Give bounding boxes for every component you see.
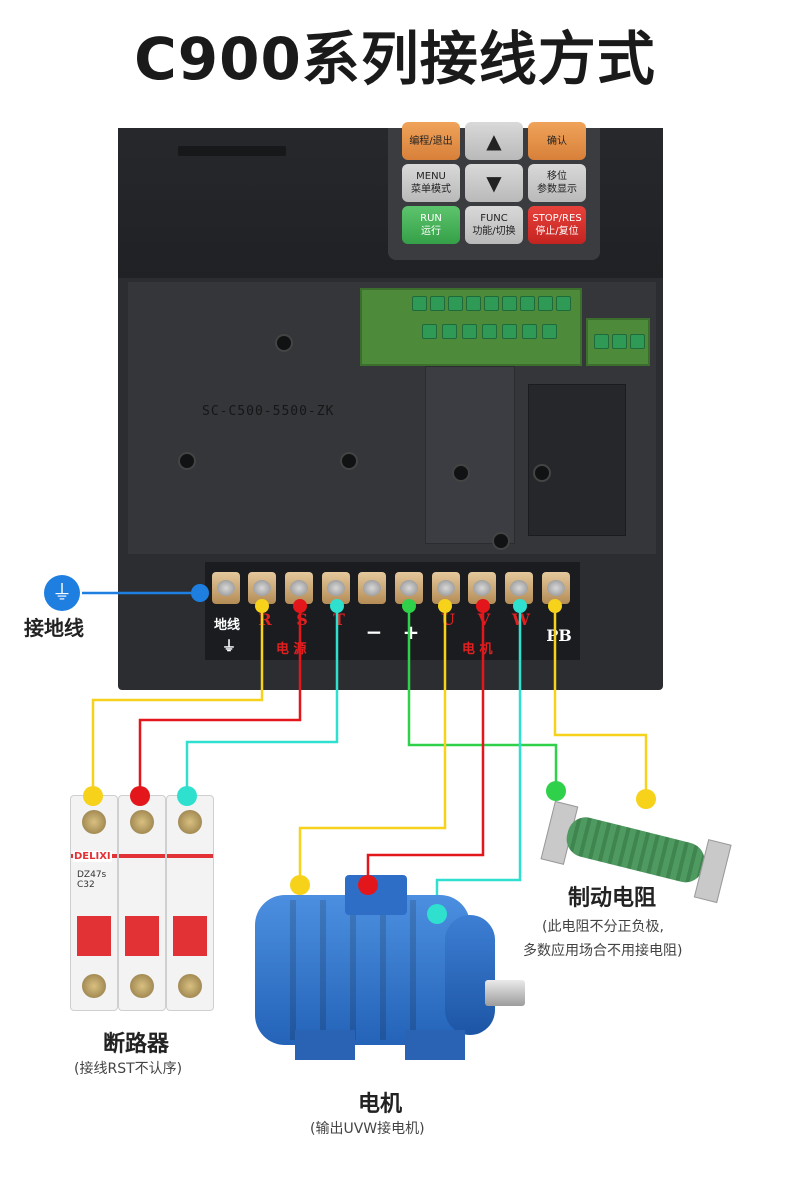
breaker-note: (接线RST不认序) bbox=[74, 1058, 182, 1078]
resistor-title: 制动电阻 bbox=[568, 880, 656, 912]
wire-v bbox=[368, 602, 483, 880]
breaker-screw bbox=[130, 810, 154, 834]
motor-dot-w bbox=[427, 904, 447, 924]
breaker-screw bbox=[178, 810, 202, 834]
motor-note: (输出UVW接电机) bbox=[310, 1118, 425, 1138]
wire-pb bbox=[555, 602, 646, 795]
motor-fin bbox=[410, 900, 416, 1040]
motor-dot-v bbox=[358, 875, 378, 895]
motor-title: 电机 bbox=[358, 1086, 402, 1118]
breaker-screw bbox=[82, 974, 106, 998]
terminal-dot-w bbox=[513, 599, 527, 613]
resistor-dot-plus bbox=[546, 781, 566, 801]
motor-fin bbox=[290, 900, 296, 1040]
motor-fin bbox=[350, 900, 356, 1040]
terminal-dot-pb bbox=[548, 599, 562, 613]
terminal-dot-s bbox=[293, 599, 307, 613]
breaker-brand: DELIXI bbox=[73, 851, 112, 862]
motor-dot-u bbox=[290, 875, 310, 895]
breaker-handle[interactable] bbox=[125, 916, 159, 956]
breaker-screw bbox=[82, 810, 106, 834]
breaker-title: 断路器 bbox=[103, 1026, 169, 1058]
breaker-handle[interactable] bbox=[77, 916, 111, 956]
terminal-dot-v bbox=[476, 599, 490, 613]
breaker-pole: DELIXI DZ47s C32 bbox=[70, 795, 118, 1011]
breaker-pole bbox=[166, 795, 214, 1011]
breaker-rating: DZ47s C32 bbox=[77, 870, 106, 890]
resistor-note-line1: (此电阻不分正负极, bbox=[542, 916, 664, 936]
ground-connection-dot bbox=[191, 584, 209, 602]
breaker-dot-t bbox=[177, 786, 197, 806]
terminal-dot-t bbox=[330, 599, 344, 613]
breaker-screw bbox=[178, 974, 202, 998]
motor-foot bbox=[405, 1030, 465, 1060]
breaker-dot-r bbox=[83, 786, 103, 806]
breaker-band bbox=[167, 854, 213, 858]
circuit-breaker: DELIXI DZ47s C32 bbox=[70, 795, 212, 1009]
breaker-band bbox=[119, 854, 165, 858]
ground-label: 接地线 bbox=[24, 612, 84, 641]
motor-end-cap bbox=[445, 915, 495, 1035]
wire-w bbox=[437, 602, 520, 908]
terminal-dot-r bbox=[255, 599, 269, 613]
breaker-pole bbox=[118, 795, 166, 1011]
resistor-dot-pb bbox=[636, 789, 656, 809]
terminal-dot-u bbox=[438, 599, 452, 613]
motor-fin bbox=[320, 900, 326, 1040]
terminal-dot-plus bbox=[402, 599, 416, 613]
breaker-screw bbox=[130, 974, 154, 998]
breaker-dot-s bbox=[130, 786, 150, 806]
motor-fin bbox=[380, 900, 386, 1040]
motor-shaft bbox=[485, 980, 525, 1006]
wire-s bbox=[140, 602, 300, 790]
wire-r bbox=[93, 602, 262, 790]
resistor-note-line2: 多数应用场合不用接电阻) bbox=[523, 940, 682, 960]
motor-foot bbox=[295, 1030, 355, 1060]
breaker-handle[interactable] bbox=[173, 916, 207, 956]
earth-ground-icon: ⏚ bbox=[44, 575, 80, 611]
